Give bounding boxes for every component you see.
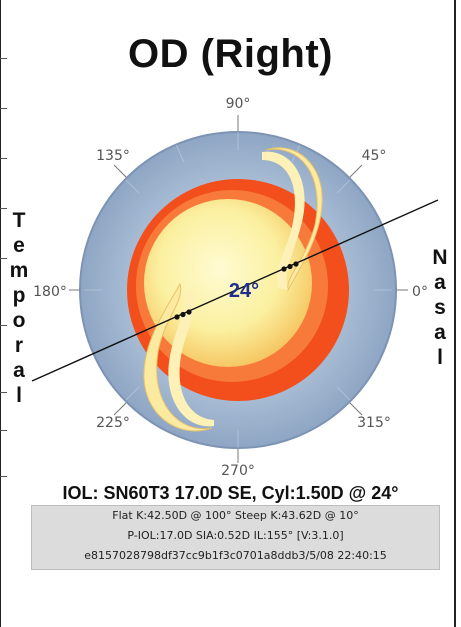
nasal-letter: a (434, 271, 446, 294)
temporal-letter: a (13, 359, 25, 382)
ruler-tick (0, 158, 7, 159)
temporal-letter: r (14, 334, 24, 357)
ruler-tick (0, 58, 7, 59)
iol-summary: IOL: SN60T3 17.0D SE, Cyl:1.50D @ 24° (62, 483, 399, 503)
iol-haptic-upper-fill (262, 151, 305, 290)
ruler-tick (0, 476, 7, 477)
page-title: OD (Right) (128, 32, 333, 76)
nasal-side-label: N a s a l (430, 245, 450, 370)
nasal-letter: a (434, 321, 446, 344)
steep-axis-line (31, 199, 439, 382)
record-id-line: e8157028798df37cc9b1f3c0701a8ddb3/5/08 2… (84, 549, 387, 562)
keratometry-line: Flat K:42.50D @ 100° Steep K:43.62D @ 10… (112, 509, 359, 522)
toric-axis-marks (174, 261, 299, 320)
temporal-letter: l (16, 384, 22, 407)
ruler-tick (0, 430, 7, 431)
temporal-side-label: T e m p o r a l (9, 208, 29, 408)
label-90-degrees: 90° (226, 96, 251, 112)
ruler-tick (0, 208, 7, 209)
keratometry-details-box: Flat K:42.50D @ 100° Steep K:43.62D @ 10… (31, 505, 440, 570)
label-270-degrees: 270° (221, 463, 255, 479)
ruler-tick (0, 392, 7, 393)
right-border (454, 0, 456, 627)
degree-ticks (69, 115, 408, 463)
temporal-letter: o (12, 309, 26, 332)
left-border (0, 0, 1, 627)
ruler-tick (0, 258, 7, 259)
ruler-tick (0, 325, 7, 326)
label-315-degrees: 315° (357, 415, 391, 431)
iol-haptic-lower (143, 282, 213, 432)
ruler-tick (0, 108, 7, 109)
iris-texture (84, 132, 392, 448)
temporal-letter: e (13, 234, 25, 257)
nasal-letter: s (434, 296, 446, 319)
label-45-degrees: 45° (362, 148, 387, 164)
label-0-degrees: 0° (412, 284, 428, 300)
nasal-letter: l (437, 346, 443, 369)
temporal-letter: T (12, 209, 26, 232)
label-180-degrees: 180° (33, 284, 67, 300)
temporal-letter: m (9, 259, 29, 282)
iol-parameters-line: P-IOL:17.0D SIA:0.52D IL:155° [V:3.1.0] (127, 529, 344, 542)
label-135-degrees: 135° (96, 148, 130, 164)
nasal-letter: N (432, 246, 448, 269)
axis-value-label: 24° (229, 280, 259, 302)
temporal-letter: p (12, 284, 26, 307)
iol-haptic-lower-fill (168, 290, 214, 427)
label-225-degrees: 225° (96, 415, 130, 431)
